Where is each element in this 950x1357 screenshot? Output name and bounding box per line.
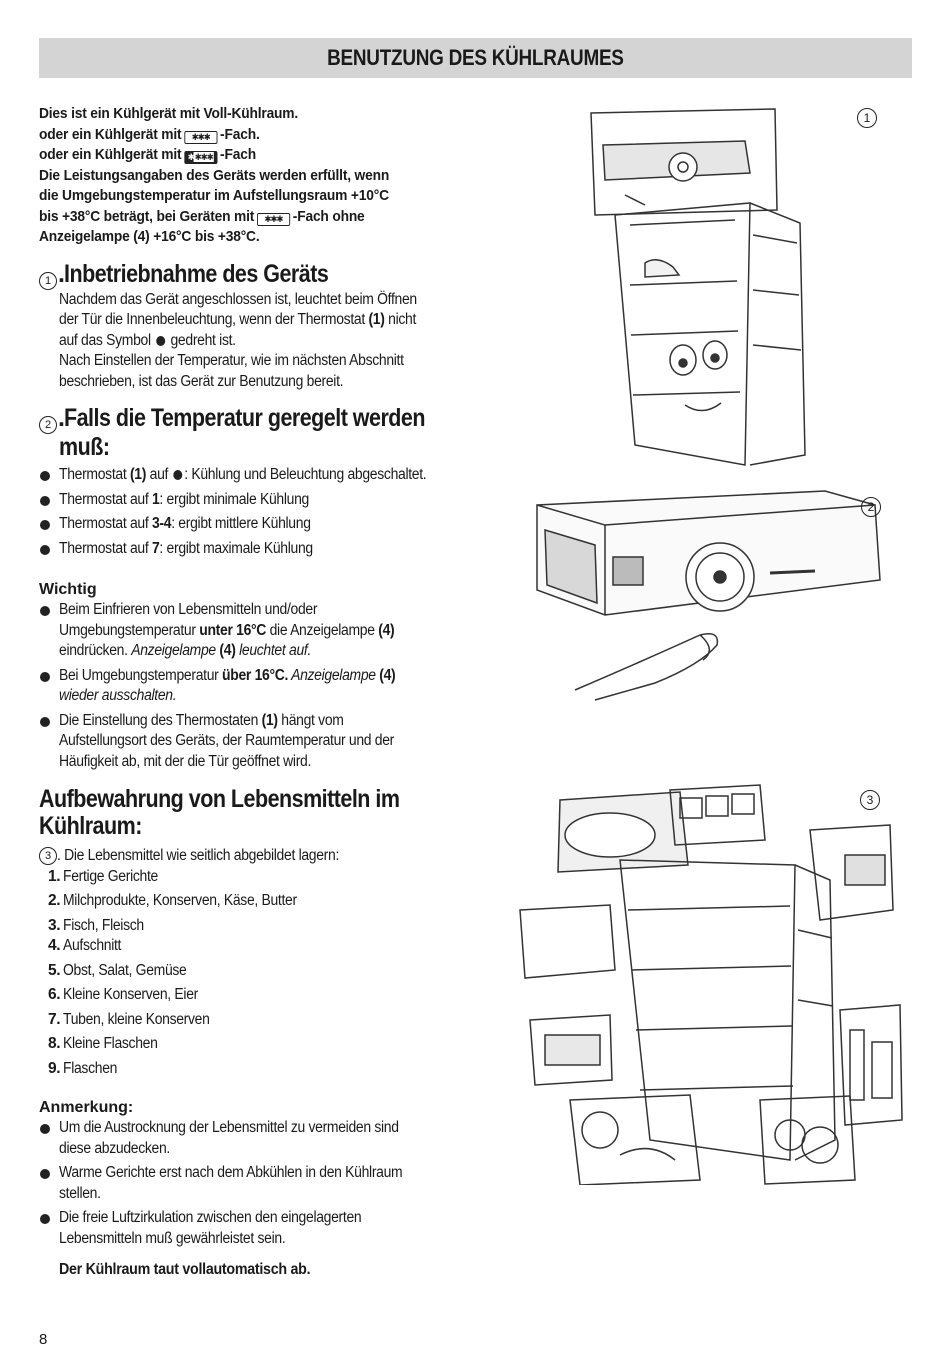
list-item: Die freie Luftzirkulation zwischen den e…	[39, 1208, 509, 1249]
page-number: 8	[39, 1331, 48, 1348]
anmerkung-heading: Anmerkung:	[39, 1099, 134, 1116]
list-item: Thermostat auf 7: ergibt maximale Kühlun…	[39, 539, 509, 560]
intro-line: Anzeigelampe (4) +16°C bis +38°C.	[39, 228, 260, 245]
dot-symbol	[173, 470, 183, 480]
list-item: Beim Einfrieren von Lebensmitteln und/od…	[39, 600, 509, 662]
wichtig-heading: Wichtig	[39, 581, 97, 598]
list-item: Warme Gerichte erst nach dem Abkühlen in…	[39, 1163, 509, 1204]
list-item: Thermostat (1) auf : Kühlung und Beleuch…	[39, 465, 509, 486]
list-item: 7.Tuben, kleine Konserven	[48, 1010, 210, 1028]
intro-line: Die Leistungsangaben des Geräts werden e…	[39, 166, 390, 184]
intro-line: oder ein Kühlgerät mit✱✱✱✱-Fach	[39, 146, 256, 164]
list-item: Thermostat auf 1: ergibt minimale Kühlun…	[39, 490, 509, 511]
section-marker: 2	[39, 416, 57, 434]
intro-line: oder ein Kühlgerät mit✱✱✱-Fach.	[39, 125, 260, 144]
list-item: 4.Aufschnitt	[48, 937, 122, 954]
intro-line: die Umgebungstemperatur im Aufstellungsr…	[39, 187, 389, 204]
intro-block: Dies ist ein Kühlgerät mit Voll-Kühlraum…	[39, 104, 509, 248]
three-star-symbol: ✱✱✱	[184, 130, 218, 144]
figure-number: 3	[860, 790, 880, 810]
list-item: 2.Milchprodukte, Konserven, Käse, Butter	[48, 892, 297, 909]
wichtig-list: Beim Einfrieren von Lebensmitteln und/od…	[39, 600, 509, 772]
intro-line: Dies ist ein Kühlgerät mit Voll-Kühlraum…	[39, 105, 299, 122]
figure-number: 1	[857, 108, 877, 128]
fridge-illustration	[590, 108, 806, 466]
list-item: 8.Kleine Flaschen	[48, 1035, 158, 1052]
figure-1-fridge-open: 1	[585, 105, 885, 475]
list-item: 5.Obst, Salat, Gemüse	[48, 961, 187, 979]
section1-heading: 1.Inbetriebnahme des Geräts	[39, 260, 509, 290]
section-marker: 3	[39, 846, 57, 865]
list-item: Thermostat auf 3-4: ergibt mittlere Kühl…	[39, 514, 509, 535]
list-item: 9.Flaschen	[48, 1059, 118, 1077]
three-star-symbol: ✱✱✱	[256, 212, 291, 226]
storage-lead: 3. Die Lebensmittel wie seitlich abgebil…	[39, 846, 509, 867]
list-item: Die Einstellung des Thermostaten (1) hän…	[39, 711, 509, 773]
defrost-note: Der Kühlraum taut vollautomatisch ab.	[59, 1261, 311, 1278]
list-item: Um die Austrocknung der Lebensmittel zu …	[39, 1118, 509, 1159]
storage-list: 3. Die Lebensmittel wie seitlich abgebil…	[39, 846, 509, 1079]
list-item: Bei Umgebungstemperatur über 16°C. Anzei…	[39, 666, 509, 707]
list-item: 6.Kleine Konserven, Eier	[48, 986, 198, 1003]
thermostat-illustration	[536, 490, 881, 701]
section1-body: Nachdem das Gerät angeschlossen ist, leu…	[59, 290, 417, 390]
figure-number: 2	[861, 497, 881, 517]
figure-3-food-storage: 3	[510, 780, 905, 1186]
list-item: 3.Fisch, Fleisch	[48, 916, 144, 934]
four-star-symbol: ✱✱✱✱	[184, 151, 218, 164]
section-marker: 1	[39, 271, 57, 290]
thermostat-list: Thermostat (1) auf : Kühlung und Beleuch…	[39, 465, 509, 559]
figure-2-thermostat: 2	[525, 485, 890, 710]
list-item: 1.Fertige Gerichte	[48, 867, 158, 885]
anmerkung-list: Um die Austrocknung der Lebensmittel zu …	[39, 1118, 509, 1249]
dot-symbol	[156, 335, 166, 346]
page-title: BENUTZUNG DES KÜHLRAUMES	[39, 38, 912, 78]
food-storage-illustration	[519, 784, 903, 1186]
section3-heading: Aufbewahrung von Lebensmitteln im Kühlra…	[39, 785, 400, 840]
text-column: Dies ist ein Kühlgerät mit Voll-Kühlraum…	[39, 104, 509, 1279]
intro-line: bis +38°C beträgt, bei Geräten mit✱✱✱-Fa…	[39, 207, 365, 226]
